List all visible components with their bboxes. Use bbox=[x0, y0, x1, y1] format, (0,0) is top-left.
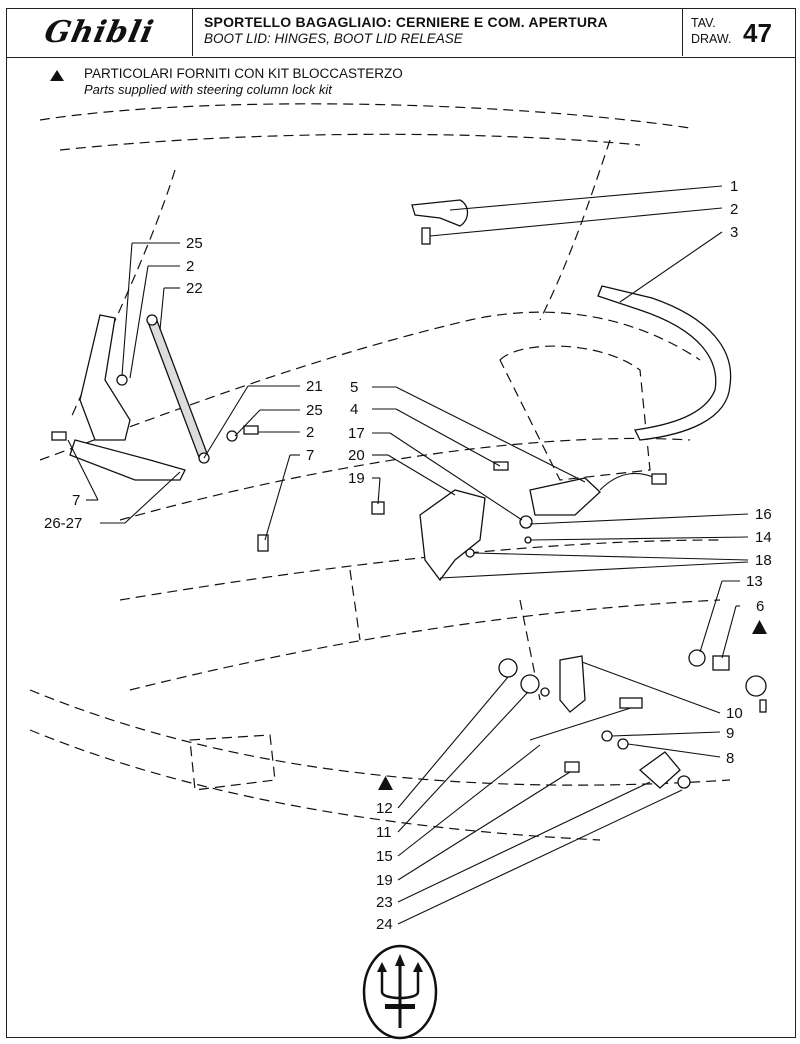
callout-label: 9 bbox=[726, 725, 734, 742]
bolt bbox=[493, 461, 509, 471]
table-number-box: TAV. DRAW. 47 bbox=[682, 8, 795, 56]
callout-label: 15 bbox=[376, 848, 393, 865]
callout-label: 18 bbox=[755, 552, 772, 569]
callout-label: 22 bbox=[186, 280, 203, 297]
pin bbox=[51, 431, 67, 441]
washer bbox=[540, 687, 550, 697]
lock-actuator bbox=[529, 477, 601, 516]
callout-label: 25 bbox=[306, 402, 323, 419]
callout-label: 21 bbox=[306, 378, 323, 395]
stud bbox=[257, 534, 269, 552]
screw bbox=[243, 425, 259, 435]
release-bracket bbox=[638, 751, 681, 789]
bolt bbox=[116, 374, 128, 386]
callout-label: 16 bbox=[755, 506, 772, 523]
weatherstrip-seal bbox=[597, 285, 732, 441]
callout-labels: 1 2 3 25 2 22 21 25 2 7 5 4 17 20 19 16 … bbox=[44, 178, 772, 933]
callout-label: 10 bbox=[726, 705, 743, 722]
callout-label: 23 bbox=[376, 894, 393, 911]
leader-lines bbox=[67, 185, 749, 925]
release-rod bbox=[529, 704, 641, 741]
release-lever bbox=[559, 655, 586, 713]
screw bbox=[564, 761, 580, 773]
upper-striker bbox=[411, 199, 469, 227]
clip bbox=[465, 548, 475, 558]
rod-clip bbox=[619, 697, 643, 709]
callout-label: 7 bbox=[72, 492, 80, 509]
callout-label: 2 bbox=[186, 258, 194, 275]
wire-connector bbox=[651, 473, 667, 485]
nut bbox=[601, 730, 613, 742]
sheet-title: SPORTELLO BAGAGLIAIO: CERNIERE E COM. AP… bbox=[204, 14, 674, 46]
hinge-link bbox=[69, 439, 186, 481]
strut-upper-eye bbox=[146, 314, 158, 326]
actuator-wire bbox=[599, 472, 661, 491]
callout-label: 17 bbox=[348, 425, 365, 442]
callout-label: 19 bbox=[376, 872, 393, 889]
title-english: BOOT LID: HINGES, BOOT LID RELEASE bbox=[204, 31, 463, 46]
o-ring bbox=[677, 775, 691, 789]
draw-label: DRAW. bbox=[691, 32, 732, 46]
brand-logo-box: Ghibli bbox=[6, 8, 193, 56]
callout-label: 19 bbox=[348, 470, 365, 487]
lock-latch bbox=[419, 489, 486, 582]
callout-label: 12 bbox=[376, 800, 393, 817]
bush bbox=[519, 515, 533, 529]
trident-icon bbox=[362, 944, 438, 1040]
cylinder-cap bbox=[745, 675, 767, 697]
callout-label: 8 bbox=[726, 750, 734, 767]
grommet bbox=[498, 658, 518, 678]
callout-label: 2 bbox=[730, 201, 738, 218]
washer bbox=[617, 738, 629, 750]
cylinder-ring bbox=[688, 649, 706, 667]
title-block: Ghibli SPORTELLO BAGAGLIAIO: CERNIERE E … bbox=[6, 8, 796, 58]
cylinder-pin bbox=[759, 699, 767, 713]
triangle-icon bbox=[378, 776, 393, 790]
callout-label: 1 bbox=[730, 178, 738, 195]
callout-label: 7 bbox=[306, 447, 314, 464]
lock-cylinder bbox=[712, 655, 730, 671]
note-english: Parts supplied with steering column lock… bbox=[84, 82, 332, 97]
callout-label: 4 bbox=[350, 401, 358, 418]
grommet bbox=[520, 674, 540, 694]
title-italian: SPORTELLO BAGAGLIAIO: CERNIERE E COM. AP… bbox=[204, 14, 608, 30]
striker-screw bbox=[421, 227, 431, 245]
callout-label: 13 bbox=[746, 573, 763, 590]
triangle-icon bbox=[50, 70, 64, 81]
kit-note: PARTICOLARI FORNITI CON KIT BLOCCASTERZO… bbox=[50, 66, 403, 97]
gas-strut bbox=[147, 317, 209, 461]
callout-label: 14 bbox=[755, 529, 772, 546]
callout-label: 5 bbox=[350, 379, 358, 396]
callout-label: 11 bbox=[376, 824, 392, 841]
triangle-icon bbox=[752, 620, 767, 634]
note-italian: PARTICOLARI FORNITI CON KIT BLOCCASTERZO bbox=[84, 66, 403, 81]
callout-label: 3 bbox=[730, 224, 738, 241]
callout-label: 25 bbox=[186, 235, 203, 252]
table-number: 47 bbox=[743, 18, 772, 48]
callout-label: 2 bbox=[306, 424, 314, 441]
washer bbox=[226, 430, 238, 442]
callout-label: 26-27 bbox=[44, 515, 82, 532]
callout-label: 20 bbox=[348, 447, 365, 464]
tav-label: TAV. bbox=[691, 16, 716, 30]
callout-label: 6 bbox=[756, 598, 764, 615]
hinge-arm bbox=[79, 314, 131, 441]
callout-label: 24 bbox=[376, 916, 393, 933]
